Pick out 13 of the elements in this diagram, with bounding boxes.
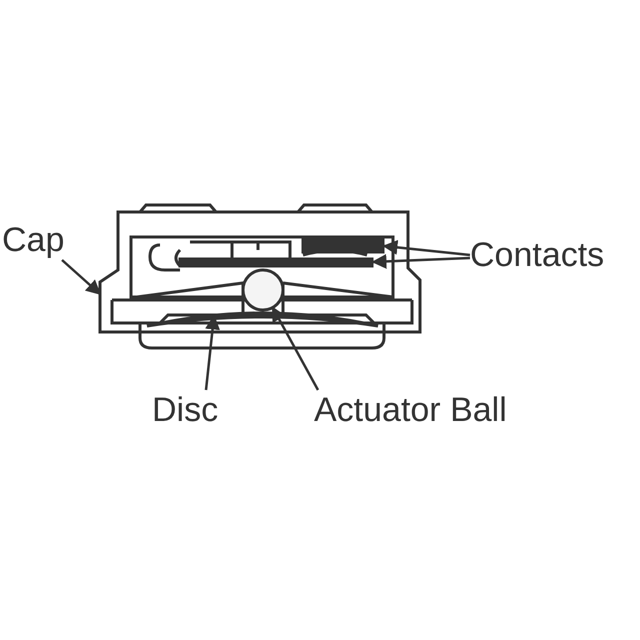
leader-line	[382, 240, 470, 256]
part-label: Contacts	[470, 235, 604, 275]
part-label: Disc	[152, 390, 218, 430]
leader-line	[272, 306, 320, 391]
part-label: Cap	[2, 220, 64, 260]
actuator-ball	[242, 268, 284, 312]
cap-housing	[98, 210, 422, 334]
part-label: Actuator Ball	[314, 390, 507, 430]
leader-line	[372, 254, 470, 269]
disc-spring	[146, 312, 380, 328]
leader-line	[61, 259, 102, 295]
contact-strip	[302, 238, 384, 254]
contact-strip	[178, 258, 374, 268]
